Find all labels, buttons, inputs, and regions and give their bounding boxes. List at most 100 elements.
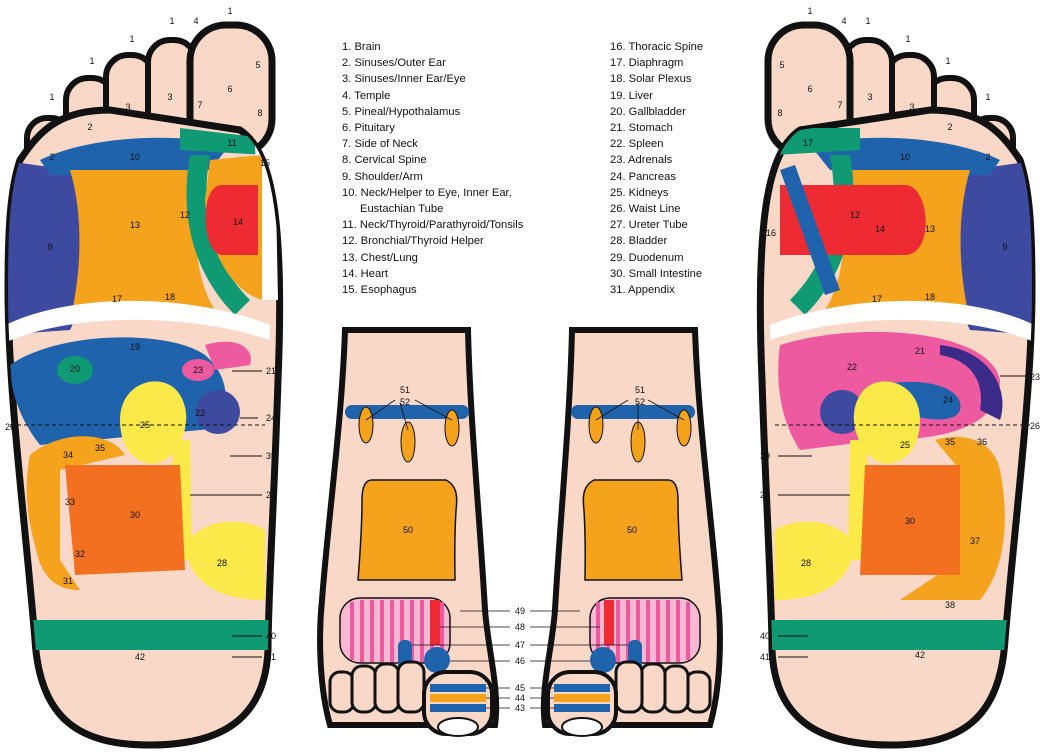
right-zone-number: 25 — [900, 440, 910, 450]
left-zone-number: 30 — [130, 510, 140, 520]
left-zone-number: 19 — [130, 342, 140, 352]
top-callout-right-52: 52 — [635, 397, 645, 407]
right-callout: 41 — [760, 652, 770, 662]
right-toe-label: 1 — [985, 92, 990, 102]
legend-right-column: 16. Thoracic Spine 17. Diaphragm 18. Sol… — [610, 39, 703, 298]
legend-item: 23. Adrenals — [610, 152, 703, 168]
right-zone-number: 18 — [925, 292, 935, 302]
right-toe-pad — [641, 664, 665, 712]
right-zone-number: 24 — [943, 395, 953, 405]
legend-item: 24. Pancreas — [610, 169, 703, 185]
top-callout: 51 — [400, 385, 410, 395]
left-zone-number: 5 — [255, 60, 260, 70]
right-zone-number: 8 — [777, 108, 782, 118]
left-toe-pad — [352, 666, 376, 712]
right-zone-number: 10 — [900, 152, 910, 162]
top-callout: 45 — [515, 683, 525, 693]
right-toe-label: 1 — [865, 16, 870, 26]
left-zone-number: 32 — [75, 549, 85, 559]
left-zone-42 — [0, 620, 280, 650]
top-callout: 48 — [515, 622, 525, 632]
right-ankle-oval — [589, 407, 603, 443]
left-nail — [438, 718, 478, 736]
left-zone-number: 13 — [130, 220, 140, 230]
right-zone-number: 5 — [779, 60, 784, 70]
legend-item: 29. Duodenum — [610, 250, 703, 266]
right-zone-number: 36 — [977, 437, 987, 447]
left-ankle-oval — [445, 410, 459, 446]
left-zone-number: 17 — [112, 294, 122, 304]
right-ankle-oval — [677, 410, 691, 446]
right-zone-number: 42 — [915, 650, 925, 660]
left-callout: 40 — [266, 631, 276, 641]
legend-left-column: 1. Brain 2. Sinuses/Outer Ear 3. Sinuses… — [342, 39, 523, 298]
left-zone-number: 33 — [65, 497, 75, 507]
left-callout: 21 — [266, 366, 276, 376]
legend-item: 5. Pineal/Hypothalamus — [342, 104, 523, 120]
left-zone-number: 22 — [195, 408, 205, 418]
right-zone-number: 2 — [985, 152, 990, 162]
legend-item: 15. Esophagus — [342, 282, 523, 298]
left-callout: 24 — [266, 413, 276, 423]
right-zone-number: 9 — [1002, 242, 1007, 252]
right-callout: 40 — [760, 631, 770, 641]
legend-item: 20. Gallbladder — [610, 104, 703, 120]
right-zone-43 — [554, 704, 610, 712]
right-zone-44 — [554, 694, 610, 702]
left-zone-44 — [430, 694, 486, 702]
right-zone-number: 30 — [905, 516, 915, 526]
legend-item: 11. Neck/Thyroid/Parathyroid/Tonsils — [342, 217, 523, 233]
right-callout: 27 — [760, 490, 770, 500]
right-zone-number: 21 — [915, 346, 925, 356]
left-ankle-oval — [359, 407, 373, 443]
right-zone-number: 7 — [837, 100, 842, 110]
right-zone-number: 12 — [850, 210, 860, 220]
left-toe-label: 1 — [169, 16, 174, 26]
right-zone-number: 22 — [847, 362, 857, 372]
right-zone-42 — [760, 620, 1040, 650]
top-callout: 47 — [515, 640, 525, 650]
left-zone-48 — [430, 600, 440, 645]
legend-item: 27. Ureter Tube — [610, 217, 703, 233]
left-toe-pad — [398, 662, 424, 712]
legend-item: 18. Solar Plexus — [610, 71, 703, 87]
right-zone-number: 6 — [807, 84, 812, 94]
left-zone-46 — [424, 647, 450, 673]
top-callout: 46 — [515, 656, 525, 666]
right-zone-45 — [554, 684, 610, 692]
left-toe-label: 1 — [129, 34, 134, 44]
right-toe-pad — [616, 662, 642, 712]
legend-item: 6. Pituitary — [342, 120, 523, 136]
left-zone-14 — [205, 185, 258, 255]
legend-item: 19. Liver — [610, 88, 703, 104]
left-zone-number: 31 — [63, 576, 73, 586]
legend-item: 13. Chest/Lung — [342, 250, 523, 266]
right-zone-number: 38 — [945, 600, 955, 610]
left-toe-label: 1 — [227, 6, 232, 16]
legend-item: 31. Appendix — [610, 282, 703, 298]
right-toe-label: 1 — [905, 34, 910, 44]
right-zone-number: 14 — [875, 224, 885, 234]
left-zone-43 — [430, 704, 486, 712]
left-zone-19 — [10, 337, 226, 445]
left-ankle-oval — [401, 422, 415, 462]
left-zone-number: 8 — [257, 108, 262, 118]
legend-item: 21. Stomach — [610, 120, 703, 136]
right-toe-pad — [664, 666, 688, 712]
legend-item: 8. Cervical Spine — [342, 152, 523, 168]
right-toe-pad — [686, 672, 710, 712]
right-sole: 1 4 1 1 1 1 5 6 7 8 3 3 2 2 17 10 12 14 … — [760, 6, 1040, 745]
legend-item: 26. Waist Line — [610, 201, 703, 217]
right-zone-number: 3 — [909, 102, 914, 112]
left-zone-number: 3 — [125, 102, 130, 112]
right-nail — [562, 718, 602, 736]
left-zone-number: 7 — [197, 100, 202, 110]
left-zone-number: 3 — [167, 92, 172, 102]
left-zone-number: 34 — [63, 450, 73, 460]
left-toe-pad — [375, 664, 399, 712]
top-callout: 44 — [515, 693, 525, 703]
left-toe-label: 1 — [49, 92, 54, 102]
left-zone-number: 6 — [227, 84, 232, 94]
left-callout: 39 — [266, 451, 276, 461]
legend-item: 14. Heart — [342, 266, 523, 282]
